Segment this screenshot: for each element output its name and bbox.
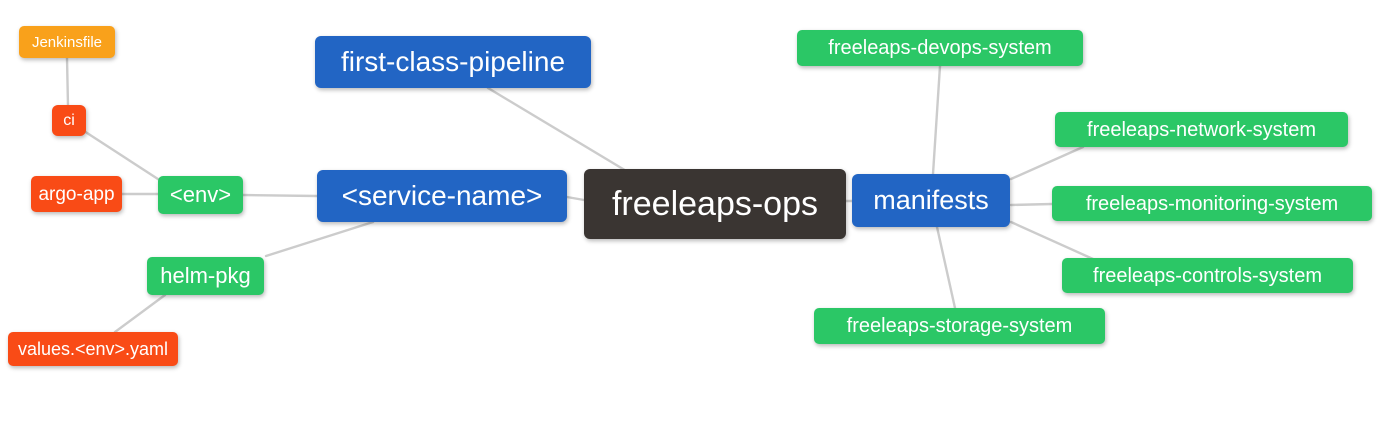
edge-manifests-controls [1009,220,1095,261]
node-freeleaps-ops-root[interactable]: freeleaps-ops [584,169,846,239]
node-service-name[interactable]: <service-name> [317,170,567,222]
node-env[interactable]: <env> [158,176,243,214]
edge-manifests-network [1009,145,1085,181]
edge-jenkinsfile-ci [65,56,70,108]
edge-service-name-ops [565,195,586,202]
edge-manifests-storage [935,225,957,310]
node-values-env-yaml[interactable]: values.<env>.yaml [8,332,178,366]
edge-manifests-monitoring [1009,202,1054,207]
node-first-class-pipeline[interactable]: first-class-pipeline [315,36,591,88]
node-freeleaps-storage-system[interactable]: freeleaps-storage-system [814,308,1105,344]
edge-helm-pkg-service-name [264,220,375,258]
edge-pipeline-ops [486,86,630,174]
node-jenkinsfile[interactable]: Jenkinsfile [19,26,115,58]
node-freeleaps-monitoring-system[interactable]: freeleaps-monitoring-system [1052,186,1372,221]
node-manifests[interactable]: manifests [852,174,1010,227]
node-freeleaps-devops-system[interactable]: freeleaps-devops-system [797,30,1083,66]
node-freeleaps-network-system[interactable]: freeleaps-network-system [1055,112,1348,147]
edge-values-helm-pkg [113,293,167,334]
node-ci[interactable]: ci [52,105,86,136]
edge-env-service-name [241,193,319,198]
edge-manifests-devops [931,64,942,176]
edge-ci-env [82,129,163,183]
node-argo-app[interactable]: argo-app [31,176,122,212]
node-freeleaps-controls-system[interactable]: freeleaps-controls-system [1062,258,1353,293]
node-helm-pkg[interactable]: helm-pkg [147,257,264,295]
